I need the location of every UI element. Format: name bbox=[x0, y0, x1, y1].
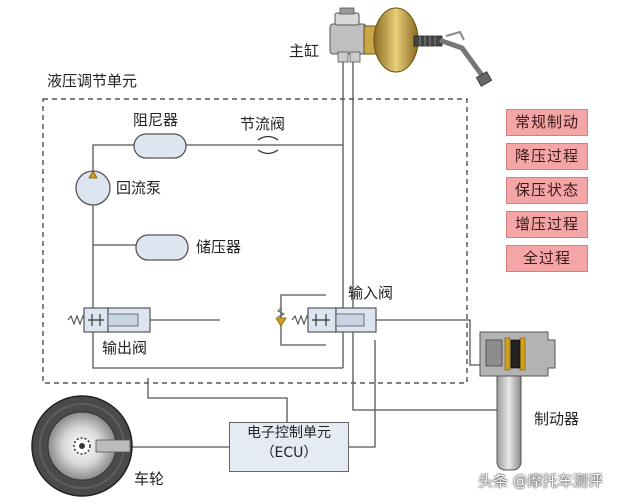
throttle-valve-label: 节流阀 bbox=[240, 115, 286, 133]
hydraulic-unit-boundary bbox=[42, 98, 468, 384]
pressure-increase-button[interactable]: 增压过程 bbox=[506, 211, 588, 238]
brake-assembly bbox=[479, 331, 556, 471]
ecu-box: 电子控制单元 （ECU） bbox=[229, 422, 349, 472]
hydraulic-unit-label: 液压调节单元 bbox=[47, 72, 138, 90]
wheel bbox=[31, 395, 133, 497]
ecu-label-line2: （ECU） bbox=[260, 445, 318, 461]
pressure-decrease-button[interactable]: 降压过程 bbox=[506, 143, 588, 170]
accumulator-label: 储压器 bbox=[196, 238, 242, 256]
normal-braking-button[interactable]: 常规制动 bbox=[506, 109, 588, 136]
outlet-valve-label: 输出阀 bbox=[102, 339, 148, 357]
watermark: 头条 @摩托车测评 bbox=[478, 472, 603, 490]
return-pump-label: 回流泵 bbox=[116, 179, 162, 197]
inlet-valve-label: 输入阀 bbox=[348, 284, 394, 302]
ecu-label-line1: 电子控制单元 bbox=[247, 425, 331, 441]
master-cylinder-assembly bbox=[329, 7, 493, 87]
damper-label: 阻尼器 bbox=[133, 111, 179, 129]
wheel-label: 车轮 bbox=[134, 470, 165, 488]
check-valve bbox=[275, 307, 287, 327]
pump-direction-arrow bbox=[88, 170, 98, 179]
damper bbox=[133, 133, 187, 159]
pressure-hold-button[interactable]: 保压状态 bbox=[506, 177, 588, 204]
brake-label: 制动器 bbox=[534, 410, 580, 428]
throttle-valve-symbol bbox=[257, 135, 279, 141]
hydraulic-lines bbox=[92, 60, 498, 448]
master-cylinder-label: 主缸 bbox=[289, 42, 320, 60]
accumulator bbox=[135, 234, 189, 261]
outlet-valve bbox=[67, 307, 151, 333]
full-process-button[interactable]: 全过程 bbox=[506, 245, 588, 272]
inlet-valve bbox=[291, 307, 377, 333]
